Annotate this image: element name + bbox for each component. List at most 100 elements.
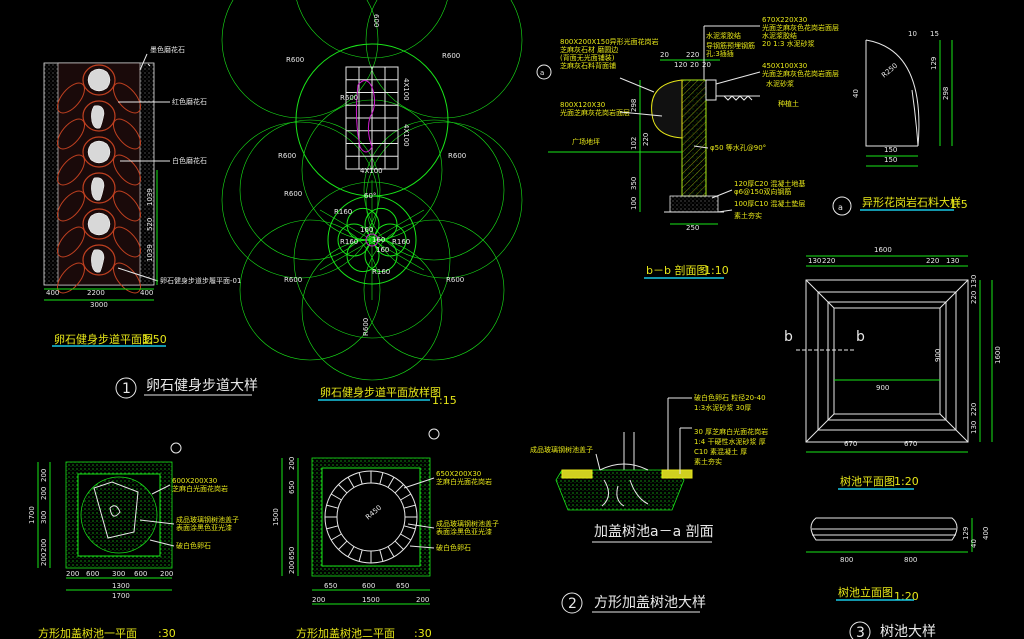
caption-d6: 树池立面图 <box>838 585 893 599</box>
svg-text:900: 900 <box>934 349 942 362</box>
note-left-3: 芝麻灰石料背面铺 <box>560 61 616 70</box>
svg-text:R600: R600 <box>446 276 464 284</box>
svg-text:4X100: 4X100 <box>360 167 383 175</box>
svg-text:129: 129 <box>962 527 970 540</box>
svg-text:800: 800 <box>840 556 853 564</box>
svg-text:298: 298 <box>942 87 950 100</box>
title-circle-1 <box>115 377 137 399</box>
shaped-granite-detail: R250 129 298 40 150 150 15 10 a 异形花岗岩石料大… <box>832 30 968 216</box>
note-top-6: 孔:3插插 <box>706 49 734 58</box>
svg-text:160: 160 <box>376 246 389 254</box>
svg-text:R600: R600 <box>442 52 460 60</box>
svg-text:a: a <box>540 69 544 77</box>
svg-text:1500: 1500 <box>272 508 280 526</box>
d7-note-5: 素土夯实 <box>694 457 722 466</box>
svg-text:40: 40 <box>970 539 978 548</box>
caption-d2: 卵石健身步道平面放样图 <box>320 385 441 399</box>
section-mark-b1: b <box>784 329 793 345</box>
note-top-5: 导钢筋预埋钢筋 <box>706 41 755 50</box>
svg-text:40: 40 <box>852 89 860 98</box>
dim-600-top: 600 <box>372 14 380 27</box>
svg-text:1500: 1500 <box>362 596 380 604</box>
note-bottom-2: φ6@150双向钢筋 <box>734 187 791 196</box>
tree-pool-elevation: 800 800 129 40 400 树池立面图 1:20 3 树池大样 <box>806 517 990 639</box>
label-red-granite: 红色磨花石 <box>172 97 207 106</box>
svg-text:200: 200 <box>288 457 296 470</box>
svg-text:R160: R160 <box>372 268 390 276</box>
svg-text:130: 130 <box>970 421 978 434</box>
svg-text:4X100: 4X100 <box>402 124 410 147</box>
svg-text:1600: 1600 <box>874 246 892 254</box>
pebble-pattern <box>57 64 141 294</box>
title-num-3: 3 <box>856 625 865 639</box>
svg-text:R600: R600 <box>284 276 302 284</box>
note-top-3: 20 1:3 水泥砂浆 <box>762 39 815 48</box>
svg-text:表面涂黑色亚光漆: 表面涂黑色亚光漆 <box>176 523 232 532</box>
svg-text:200: 200 <box>160 570 173 578</box>
svg-text:R160: R160 <box>392 238 410 246</box>
note-top-1: 光面芝麻灰色花岗岩面层 <box>762 23 839 32</box>
title-num-1: 1 <box>122 381 131 397</box>
svg-text:1300: 1300 <box>112 582 130 590</box>
svg-text:R160: R160 <box>340 238 358 246</box>
footprint-shape <box>355 80 376 153</box>
path-layout-drawing: 600 4X100 4X100 4X100 R600 R600 R600 R60… <box>221 0 523 407</box>
dim-1039a: 1039 <box>146 188 154 206</box>
d7-note-2: 30 厚芝麻白光面花岗岩 <box>694 427 768 436</box>
svg-text:1700: 1700 <box>112 592 130 600</box>
svg-text:220: 220 <box>642 133 650 146</box>
note-bottom-0: φ50 等水孔@90° <box>710 143 766 152</box>
svg-text:1700: 1700 <box>28 506 36 524</box>
svg-text:R600: R600 <box>362 318 370 336</box>
svg-text:200: 200 <box>40 539 48 552</box>
svg-text:1600: 1600 <box>994 346 1002 364</box>
covered-pool-plan-2: R450 650X200X30 芝麻白光面花岗岩 成品玻璃钢树池盖子 表面涂黑色… <box>272 428 499 639</box>
label-pool-cover: 成品玻璃钢树池盖子 <box>530 445 593 454</box>
caption-d2-scale: 1:15 <box>432 394 457 407</box>
tree-pool-plan: b b 1600 130 220 220 130 220 130 1600 90… <box>784 246 1002 490</box>
note-right-2: 水泥砂浆 <box>766 79 794 88</box>
svg-text:R250: R250 <box>880 62 899 80</box>
svg-text:650: 650 <box>288 547 296 560</box>
svg-text:160: 160 <box>360 226 373 234</box>
elevation-profile <box>810 517 958 541</box>
svg-text::30: :30 <box>158 627 176 639</box>
title-num-2: 2 <box>568 596 577 612</box>
note-left-0: 800X200X150异形光面花岗岩 <box>560 37 659 46</box>
svg-text:20: 20 <box>690 61 699 69</box>
note-bottom-3: 100厚C10 混凝土垫层 <box>734 199 805 208</box>
svg-text:60°: 60° <box>364 192 376 200</box>
svg-text:R600: R600 <box>284 190 302 198</box>
svg-text:R600: R600 <box>448 152 466 160</box>
section-mark-b2: b <box>856 329 865 345</box>
d7-note-0: 破白色卵石 粒径20-40 <box>694 393 766 402</box>
label-black-granite: 墨色磨花石 <box>150 45 185 54</box>
section-b-b: a 20 120 20 20 220 298 102 220 350 100 2… <box>536 16 839 279</box>
svg-text:20: 20 <box>702 61 711 69</box>
svg-text:破白色卵石: 破白色卵石 <box>176 541 211 550</box>
caption-d9: 方形加盖树池二平面 <box>296 626 395 639</box>
svg-text:130: 130 <box>808 257 821 265</box>
svg-text:1:20: 1:20 <box>894 590 919 603</box>
svg-text:破白色卵石: 破白色卵石 <box>436 543 471 552</box>
label-path-ref: 卵石健身步道步履平面-01 <box>160 276 241 285</box>
svg-text:650: 650 <box>288 481 296 494</box>
stone-profile <box>865 39 920 147</box>
svg-text:1:20: 1:20 <box>894 475 919 488</box>
dim-2200: 2200 <box>87 289 105 297</box>
note-left2-0: 800X120X30 <box>560 101 605 109</box>
svg-text:160: 160 <box>372 236 385 244</box>
svg-text:102: 102 <box>630 137 638 150</box>
note-right-0: 450X100X30 <box>762 62 807 70</box>
svg-text:120: 120 <box>674 61 687 69</box>
svg-text:220: 220 <box>970 403 978 416</box>
title-3: 树池大样 <box>880 624 936 639</box>
svg-text:650X200X30: 650X200X30 <box>436 470 481 478</box>
svg-text:220: 220 <box>822 257 835 265</box>
svg-text:350: 350 <box>630 177 638 190</box>
title-1: 卵石健身步道大样 <box>146 378 258 394</box>
note-left-1: 芝麻灰石材 磨圆边 <box>560 45 618 54</box>
svg-text:650: 650 <box>324 582 337 590</box>
svg-text:600: 600 <box>134 570 147 578</box>
svg-text:200: 200 <box>416 596 429 604</box>
